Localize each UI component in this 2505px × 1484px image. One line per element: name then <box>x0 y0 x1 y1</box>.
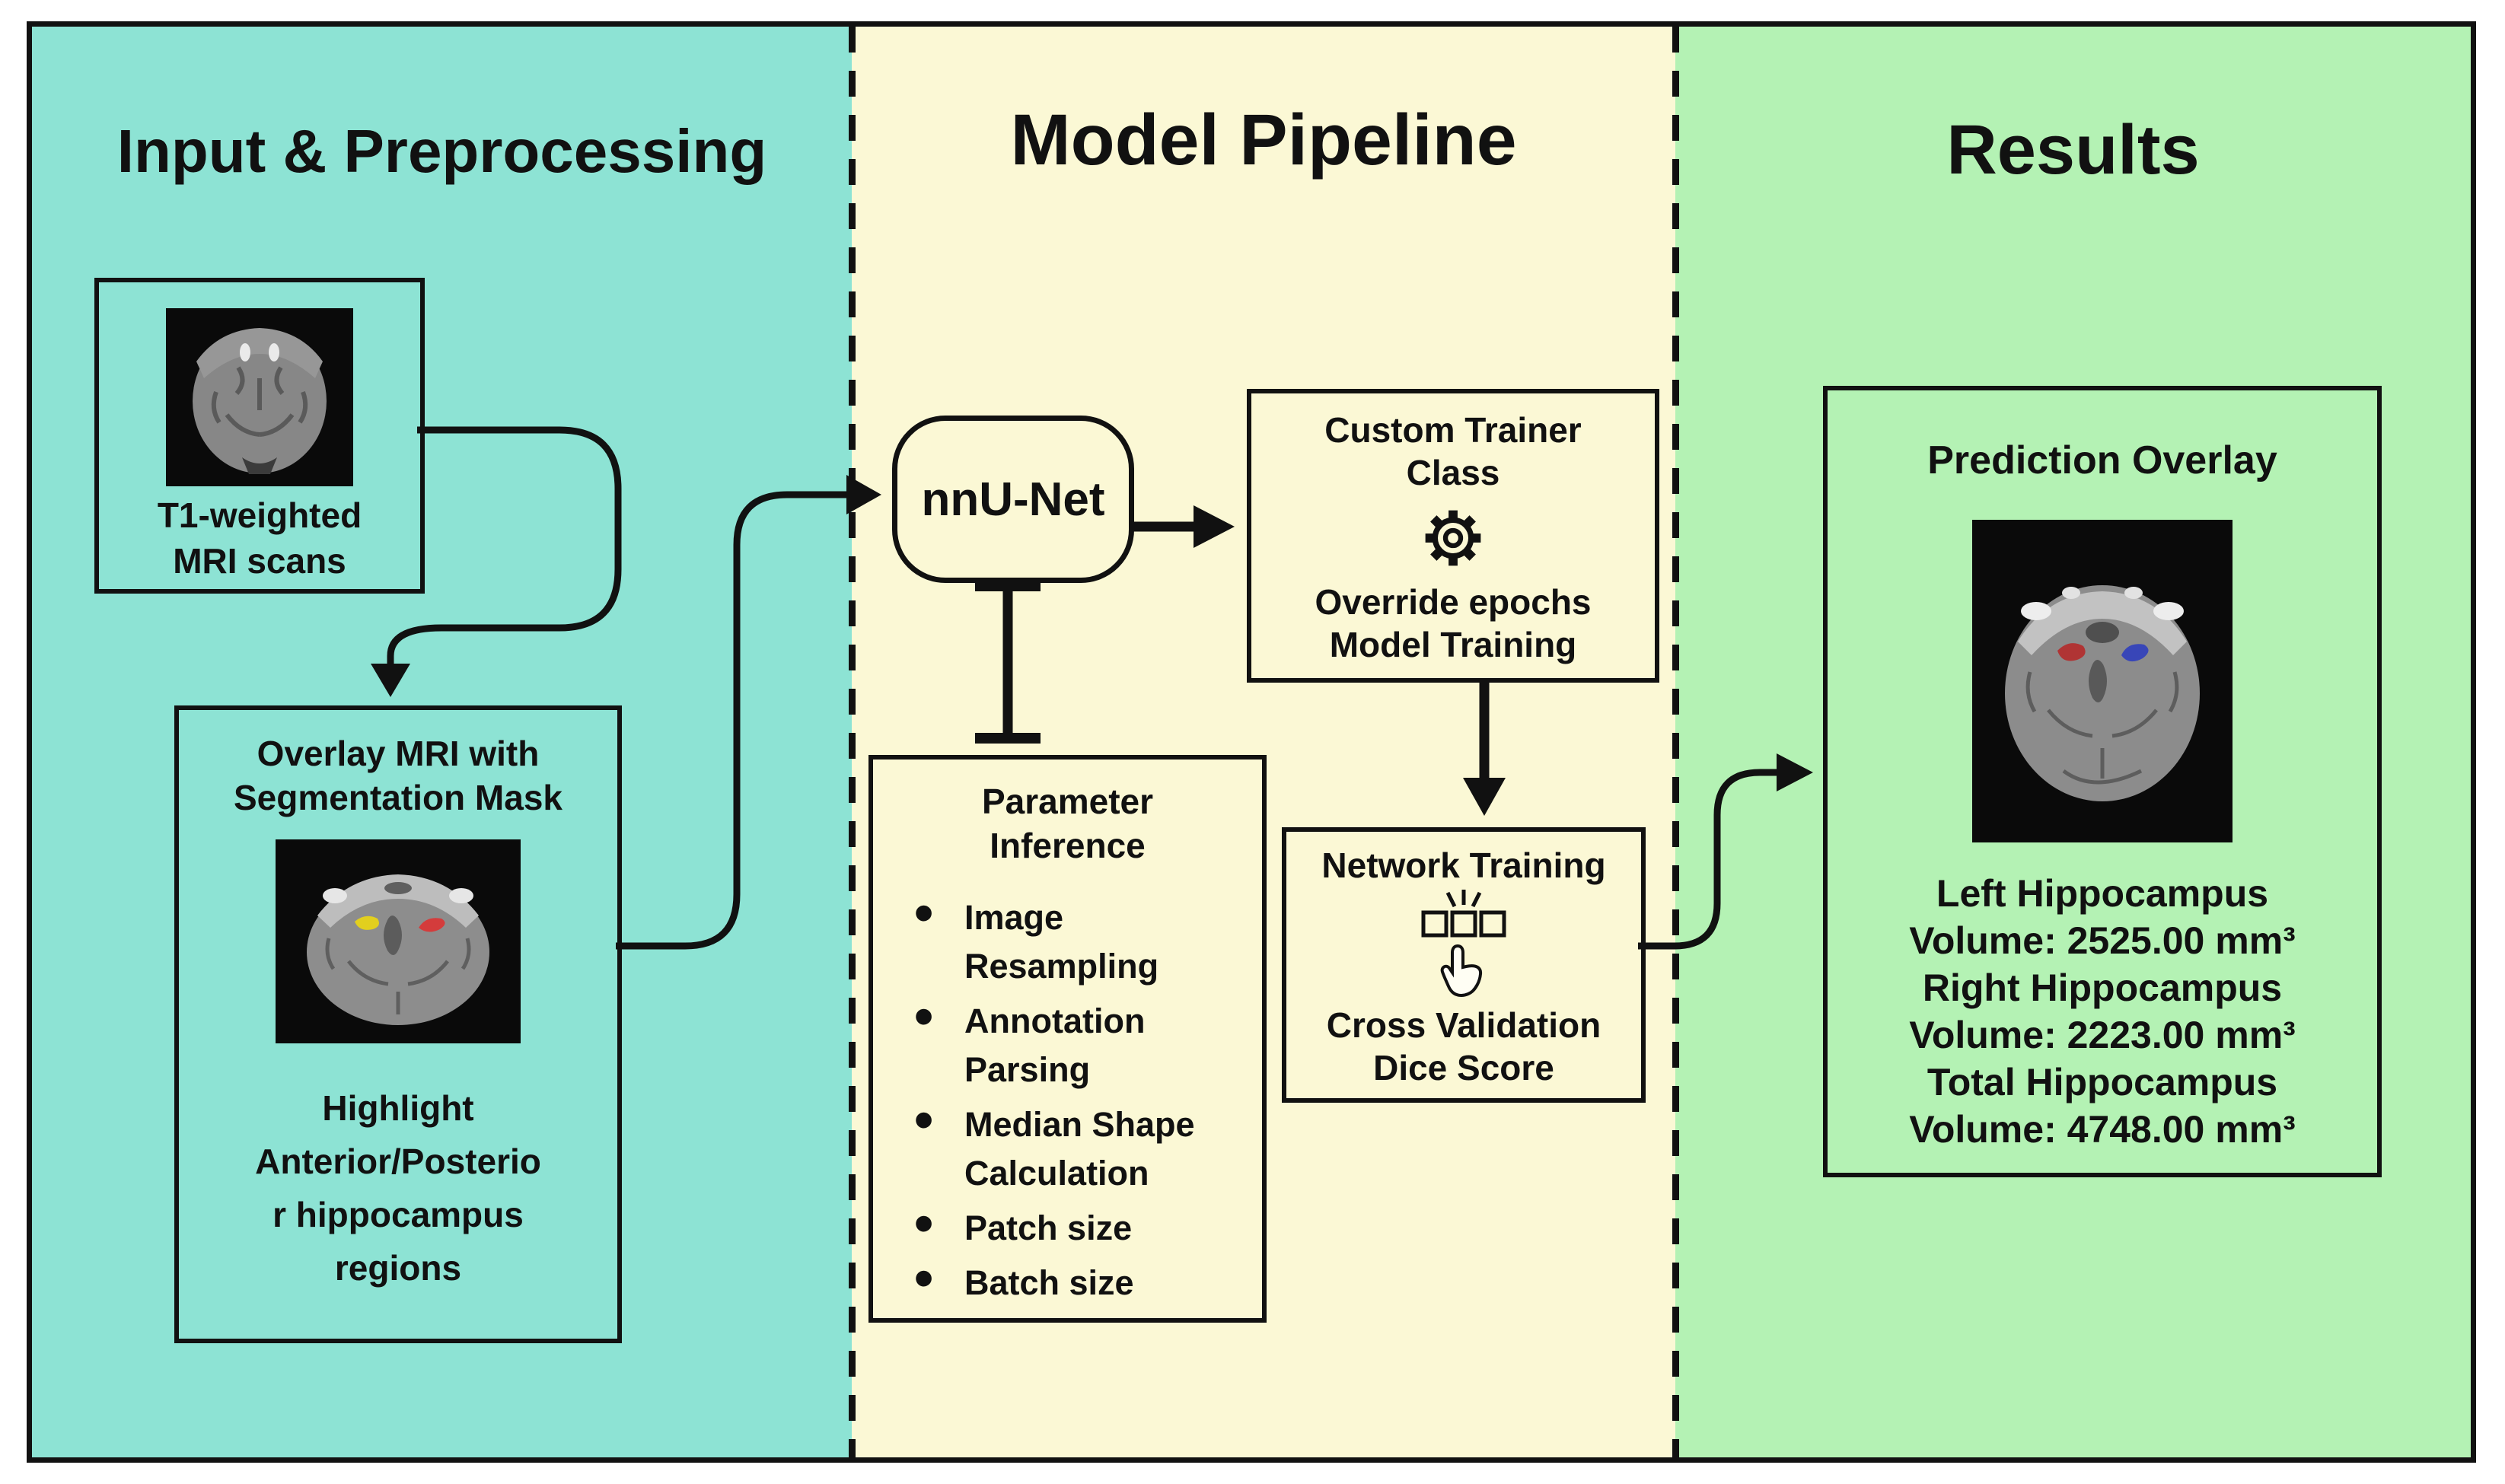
list-item: Batch size <box>900 1254 1254 1307</box>
custom-trainer-box: Custom Trainer Class <box>1247 389 1659 683</box>
nnunet-label: nnU-Net <box>921 473 1105 526</box>
panel-title-results: Results <box>1946 111 2200 189</box>
overlay-caption: Highlight Anterior/Posterio r hippocampu… <box>255 1088 541 1288</box>
dashed-divider-2 <box>1672 27 1679 1457</box>
network-training-box: Network Training <box>1282 827 1646 1103</box>
panel-results: Results Prediction Overlay <box>1675 27 2471 1457</box>
nnunet-node: nnU-Net <box>892 416 1134 583</box>
list-item: Median Shape Calculation <box>900 1096 1254 1198</box>
volume-line: Left Hippocampus <box>1936 872 2269 915</box>
three-squares-click-icon <box>1413 888 1514 1002</box>
volume-line: Volume: 4748.00 mm³ <box>1909 1108 2296 1151</box>
overlay-box-title: Overlay MRI with Segmentation Mask <box>234 734 563 817</box>
overlay-mri-image <box>276 839 521 1043</box>
overlay-mask-box: Overlay MRI with Segmentation Mask <box>174 705 622 1343</box>
volume-line: Volume: 2525.00 mm³ <box>1909 919 2296 962</box>
volume-readout: Left Hippocampus Volume: 2525.00 mm³ Rig… <box>1909 870 2296 1153</box>
list-item: Image Resampling <box>900 889 1254 991</box>
panel-model-pipeline: Model Pipeline nnU-Net Custom Trainer Cl… <box>852 27 1675 1457</box>
volume-line: Right Hippocampus <box>1922 967 2283 1009</box>
gear-icon <box>1415 500 1491 576</box>
prediction-overlay-box: Prediction Overlay <box>1823 386 2382 1177</box>
hand-cursor-icon <box>1440 944 1483 998</box>
panel-input-preprocessing: Input & Preprocessing <box>32 27 852 1457</box>
panel-title-model: Model Pipeline <box>1010 100 1517 180</box>
parameter-inference-box: Parameter Inference Image Resampling Ann… <box>868 755 1267 1323</box>
list-item: Patch size <box>900 1199 1254 1253</box>
parameter-inference-list: Image Resampling Annotation Parsing Medi… <box>873 889 1262 1314</box>
volume-line: Volume: 2223.00 mm³ <box>1909 1014 2296 1056</box>
t1-mri-box: T1-weighted MRI scans <box>94 278 425 594</box>
volume-line: Total Hippocampus <box>1927 1061 2278 1103</box>
prediction-mri-image <box>1972 520 2233 842</box>
t1-mri-image <box>166 308 353 486</box>
list-item: Annotation Parsing <box>900 992 1254 1094</box>
dashed-divider-1 <box>849 27 856 1457</box>
panel-title-input: Input & Preprocessing <box>116 117 767 185</box>
t1-caption: T1-weighted MRI scans <box>157 495 362 581</box>
diagram-frame: Input & Preprocessing <box>27 21 2476 1463</box>
prediction-overlay-title: Prediction Overlay <box>1927 438 2277 482</box>
